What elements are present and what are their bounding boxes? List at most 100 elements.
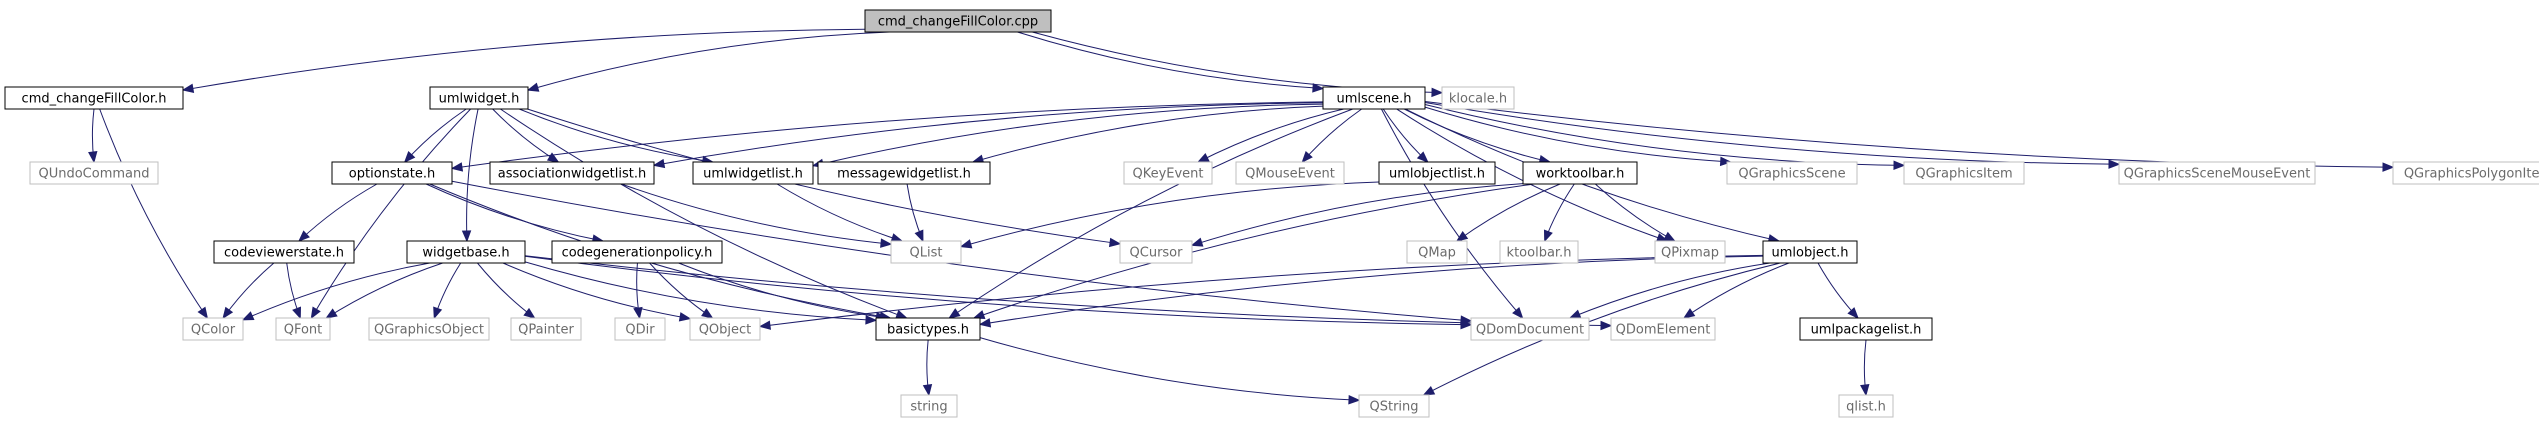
node-box	[689, 317, 761, 341]
node-label: QCursor	[1130, 246, 1184, 261]
node-assocwl[interactable]: associationwidgetlist.h	[489, 161, 655, 185]
edge-umlscene-to-optionstate	[451, 101, 1324, 169]
arrowhead-cgp-to-qdir	[633, 306, 643, 320]
node-box	[1470, 317, 1590, 341]
node-qmouse: QMouseEvent	[1235, 161, 1345, 185]
arrowhead-umlobject-to-qdomel	[1682, 308, 1696, 319]
arrowhead-cmdh-to-qcolor	[197, 306, 209, 320]
edge-umlobject-to-qstring	[1423, 262, 1781, 396]
edge-widgetbase-to-qdomel	[524, 255, 1612, 327]
arrowhead-umlol-to-qlist	[959, 239, 973, 249]
node-label: cmd_changeFillColor.cpp	[878, 15, 1038, 30]
node-basictypes[interactable]: basictypes.h	[875, 317, 981, 341]
node-label: QPixmap	[1661, 246, 1719, 261]
node-box	[1358, 394, 1430, 418]
node-box	[1322, 86, 1426, 110]
node-box	[551, 240, 723, 264]
node-box	[1499, 240, 1579, 264]
node-widgetbase[interactable]: widgetbase.h	[406, 240, 526, 264]
node-box	[1406, 240, 1468, 264]
node-umlpl[interactable]: umlpackagelist.h	[1799, 317, 1933, 341]
arrowhead-worktb-to-qmap	[1455, 231, 1469, 242]
arrowhead-optionstate-to-cvs	[298, 230, 310, 242]
node-label: QGraphicsItem	[1915, 167, 2012, 182]
node-umlscene[interactable]: umlscene.h	[1322, 86, 1426, 110]
arrowhead-worktb-to-basictypes	[972, 310, 986, 320]
node-label: codegenerationpolicy.h	[562, 246, 713, 261]
node-qstring: QString	[1358, 394, 1430, 418]
node-umlwl[interactable]: umlwidgetlist.h	[692, 161, 814, 185]
edge-cgp-to-basictypes	[678, 262, 887, 319]
edge-optionstate-to-cvs	[298, 183, 378, 242]
node-optionstate[interactable]: optionstate.h	[331, 161, 453, 185]
node-label: QUndoCommand	[38, 167, 149, 182]
node-qdomel: QDomElement	[1610, 317, 1716, 341]
arrowhead-widgetbase-to-basictypes	[865, 315, 878, 325]
edge-umlobject-to-qobject	[759, 254, 1764, 328]
node-label: optionstate.h	[349, 167, 435, 182]
node-label: QMap	[1418, 246, 1456, 261]
node-root: cmd_changeFillColor.cpp	[864, 9, 1052, 33]
node-label: umlwidgetlist.h	[703, 167, 803, 182]
node-label: umlobject.h	[1772, 246, 1849, 261]
node-box	[1119, 240, 1193, 264]
edge-umlobject-to-qdomdoc	[1569, 262, 1771, 319]
node-umlol[interactable]: umlobjectlist.h	[1378, 161, 1496, 185]
node-qgobject: QGraphicsObject	[368, 317, 490, 341]
node-cgp[interactable]: codegenerationpolicy.h	[551, 240, 723, 264]
node-umlwidget[interactable]: umlwidget.h	[429, 86, 529, 110]
node-worktb[interactable]: worktoolbar.h	[1522, 161, 1638, 185]
edge-umlwl-to-qlist	[776, 183, 903, 242]
node-cmdh[interactable]: cmd_changeFillColor.h	[4, 86, 184, 110]
arrowhead-worktb-to-ktoolbar	[1543, 229, 1553, 243]
node-label: QList	[910, 246, 943, 261]
arrowhead-msgwl-to-qlist	[914, 229, 924, 243]
arrowhead-umlscene-to-umlol	[1416, 151, 1429, 163]
edge-optionstate-to-basictypes	[429, 183, 891, 319]
node-label: QGraphicsScene	[1738, 167, 1845, 182]
node-box	[182, 317, 244, 341]
arrowhead-umlscene-to-assocwl	[652, 158, 666, 169]
node-qlisth: qlist.h	[1838, 394, 1894, 418]
arrowhead-worktb-to-qcursor	[1190, 237, 1204, 247]
node-ktoolbar: ktoolbar.h	[1499, 240, 1579, 264]
node-box	[1235, 161, 1345, 185]
node-label: QPainter	[518, 323, 574, 338]
node-label: QString	[1369, 400, 1418, 415]
node-label: codeviewerstate.h	[224, 246, 344, 261]
node-box	[1726, 161, 1858, 185]
node-box	[1610, 317, 1716, 341]
arrowhead-root-to-umlwidget	[526, 82, 540, 92]
node-box	[1838, 394, 1894, 418]
arrowhead-umlwidget-to-widgetbase	[461, 230, 472, 243]
node-box	[864, 9, 1052, 33]
node-box	[1123, 161, 1213, 185]
node-qlist: QList	[890, 240, 962, 264]
node-label: cmd_changeFillColor.h	[22, 92, 167, 107]
node-box	[1903, 161, 2025, 185]
node-box	[213, 240, 355, 264]
arrowhead-umlobject-to-qstring	[1422, 385, 1436, 396]
node-label: umlwidget.h	[439, 92, 520, 107]
node-label: umlpackagelist.h	[1811, 323, 1922, 338]
arrowhead-cmdh-to-qundo	[88, 151, 98, 164]
arrowhead-umlscene-to-qdomdoc	[1512, 306, 1524, 320]
edge-umlwidget-to-widgetbase	[466, 108, 479, 242]
arrowhead-widgetbase-to-qgobject	[433, 306, 443, 320]
arrowhead-umlwidget-to-qcursor	[1108, 237, 1122, 248]
node-cvs[interactable]: codeviewerstate.h	[213, 240, 355, 264]
arrowhead-root-to-cmdh	[181, 83, 195, 93]
arrowhead-basictypes-to-qstring	[1348, 395, 1361, 405]
node-box	[275, 317, 331, 341]
arrowhead-umlscene-to-qgitem	[1893, 160, 1906, 170]
edge-worktb-to-basictypes	[973, 183, 1535, 319]
arrowhead-umlobject-to-umlpl	[1847, 307, 1859, 319]
edge-widgetbase-to-qcolor	[242, 262, 430, 321]
node-box	[429, 86, 529, 110]
arrowhead-root-to-umlscene	[1312, 83, 1325, 93]
node-msgwl[interactable]: messagewidgetlist.h	[817, 161, 991, 185]
node-qpixmap: QPixmap	[1654, 240, 1726, 264]
node-umlobject[interactable]: umlobject.h	[1762, 240, 1858, 264]
node-box	[489, 161, 655, 185]
node-box	[1378, 161, 1496, 185]
